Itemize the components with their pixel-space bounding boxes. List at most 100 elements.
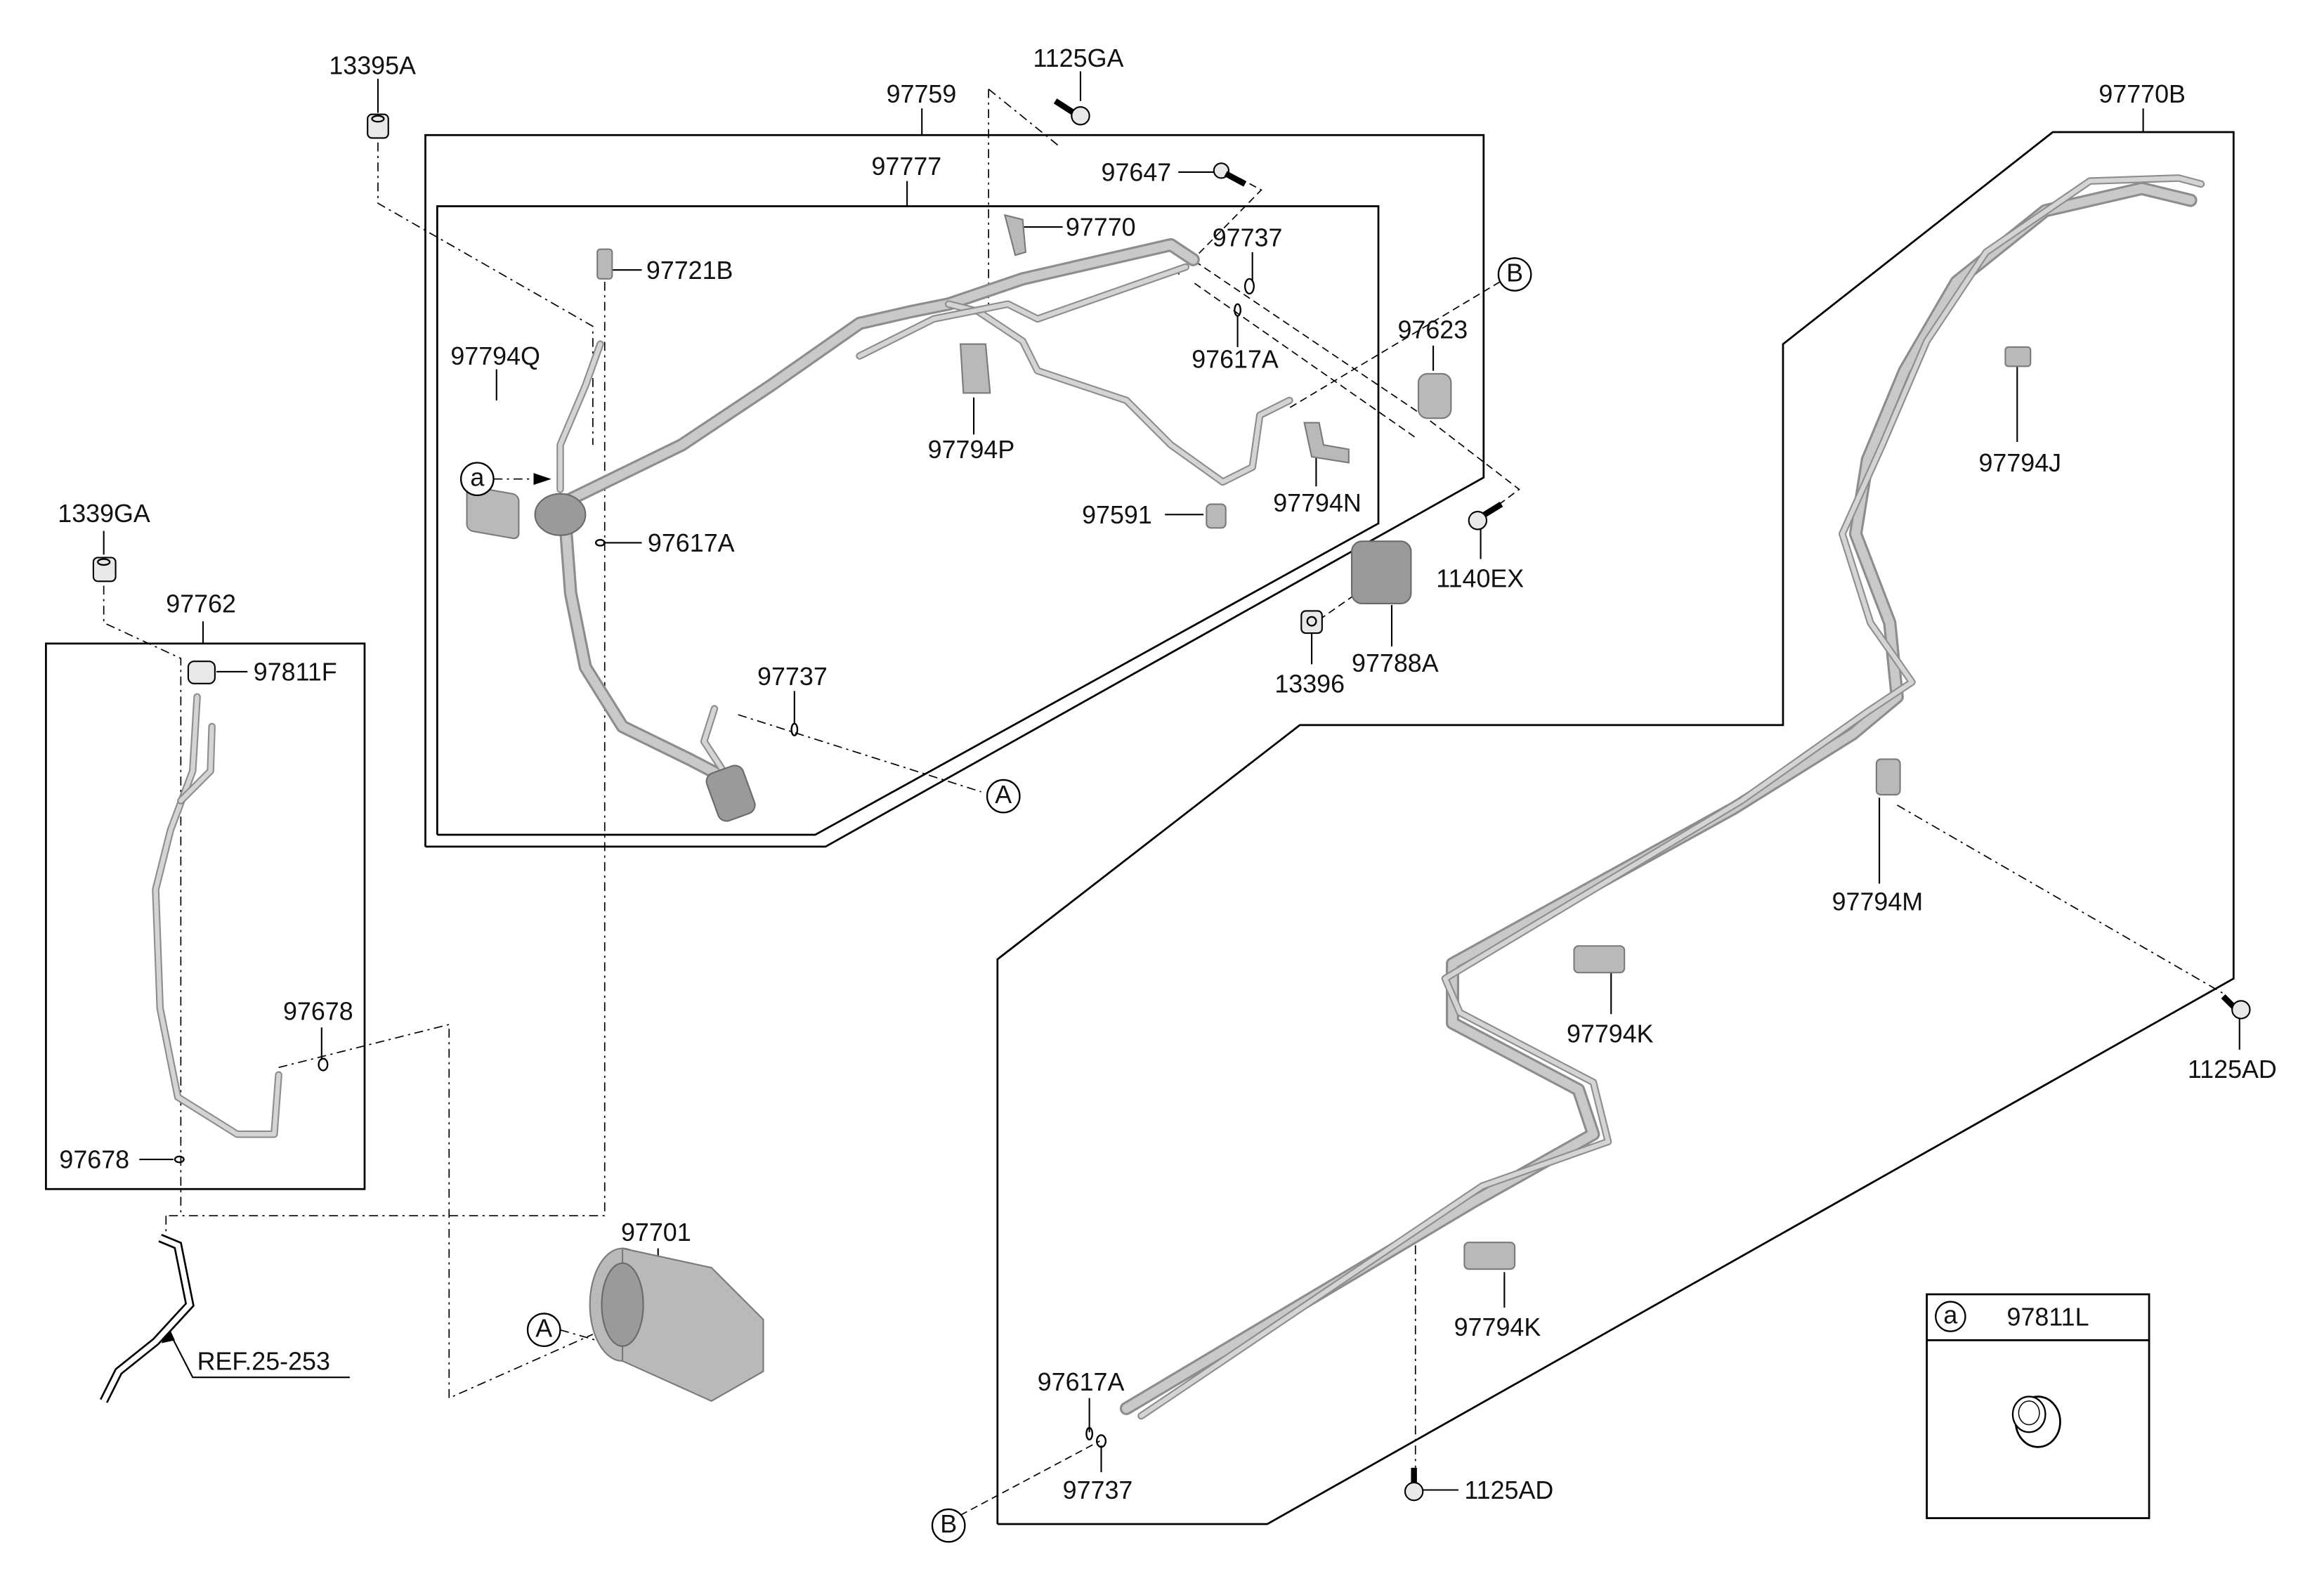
- o-ring-97737-top: [1243, 278, 1255, 295]
- dash-97721B: [166, 282, 606, 1217]
- dash-B-bottom: [960, 1440, 1100, 1516]
- o-ring-97737-bottom: [1096, 1434, 1106, 1448]
- dash-97617A-frame: [1194, 282, 1416, 438]
- label-97623: 97623: [1397, 315, 1468, 344]
- o-ring-97617A-mid: [594, 539, 606, 547]
- bracket-97794M: [1875, 758, 1901, 796]
- svg-text:B: B: [940, 1510, 957, 1538]
- label-97777: 97777: [872, 152, 942, 181]
- hose-assembly-97777: [553, 237, 1293, 786]
- clamp-97794P: [959, 343, 991, 394]
- o-ring-97737-mid: [790, 722, 799, 736]
- label-97721B: 97721B: [646, 256, 733, 285]
- dash-97737-B: [1194, 260, 1520, 512]
- label-97770: 97770: [1066, 214, 1136, 242]
- label-1339GA: 1339GA: [58, 500, 150, 528]
- dash-97678-right: [278, 1023, 594, 1399]
- o-ring-97678-left: [174, 1155, 185, 1164]
- label-97647: 97647: [1102, 159, 1172, 187]
- label-97788A: 97788A: [1352, 649, 1439, 677]
- label-97794J: 97794J: [1978, 449, 2061, 477]
- bolt-1125AD-right: [2221, 994, 2251, 1020]
- frame-97759: [424, 134, 1485, 848]
- cap-97811F: [187, 660, 216, 684]
- label-ref-25-253: REF.25-253: [197, 1348, 330, 1376]
- label-97737-top: 97737: [1213, 223, 1283, 252]
- label-97759: 97759: [887, 80, 957, 108]
- plug-97811L-icon: [2011, 1395, 2061, 1448]
- label-97617A-bottom: 97617A: [1038, 1368, 1125, 1396]
- leader-ref: [167, 1328, 350, 1379]
- dash-1125GA: [988, 89, 1059, 146]
- bracket-97794K-lower: [1463, 1242, 1516, 1270]
- legend-part-number: 97811L: [2007, 1303, 2089, 1331]
- label-97770B: 97770B: [2098, 80, 2186, 108]
- label-97794P: 97794P: [928, 436, 1015, 464]
- dash-13396: [1319, 588, 1364, 620]
- label-97678-left: 97678: [59, 1146, 129, 1174]
- clip-97794J: [2004, 346, 2032, 367]
- accumulator-canister: [534, 493, 587, 536]
- callout-B-lower: B: [931, 1508, 966, 1543]
- label-97617A-top: 97617A: [1192, 345, 1279, 373]
- callout-a: a: [459, 462, 495, 497]
- o-ring-97617A-top: [1234, 303, 1241, 317]
- svg-text:A: A: [995, 781, 1012, 809]
- dash-97647: [1177, 177, 1262, 275]
- o-ring-97617A-bottom: [1085, 1426, 1094, 1440]
- label-97617A-mid: 97617A: [648, 529, 735, 557]
- label-97794Q: 97794Q: [450, 342, 540, 370]
- expansion-valve-97623: [1417, 372, 1452, 419]
- label-97762: 97762: [166, 590, 236, 618]
- label-97591: 97591: [1082, 501, 1152, 529]
- label-97794K-upper: 97794K: [1567, 1020, 1654, 1048]
- dash-97737-A: [738, 714, 981, 793]
- callout-B-upper: B: [1497, 257, 1532, 292]
- bolt-1125GA: [1053, 98, 1090, 126]
- nut-13396: [1300, 610, 1323, 634]
- label-1140EX: 1140EX: [1436, 565, 1524, 593]
- callout-A-lower: A: [526, 1313, 561, 1348]
- frame-97770B: [996, 131, 2235, 1525]
- bracket-97794K-upper: [1573, 945, 1626, 974]
- label-1125AD-right: 1125AD: [2188, 1055, 2277, 1083]
- a-arrowhead: [533, 473, 551, 486]
- ref-25-253-pipe: [100, 1234, 195, 1403]
- svg-text:A: A: [535, 1315, 552, 1343]
- label-13395A: 13395A: [329, 52, 416, 80]
- callout-A-upper: A: [986, 779, 1021, 814]
- nut-13395A: [367, 113, 389, 139]
- sensor-97788A: [1350, 540, 1412, 604]
- label-97678-right: 97678: [283, 998, 353, 1026]
- clip-97591: [1206, 503, 1227, 529]
- bracket-97794N: [1303, 422, 1350, 464]
- discharge-fitting: [705, 764, 756, 822]
- svg-text:B: B: [1506, 259, 1523, 287]
- bracket-97794Q: [466, 486, 520, 540]
- label-97794K-lower: 97794K: [1454, 1313, 1541, 1341]
- frame-97777: [436, 205, 1380, 836]
- label-97701: 97701: [621, 1218, 691, 1247]
- frame-97762: [45, 642, 366, 1190]
- label-97794N: 97794N: [1273, 489, 1362, 517]
- nut-1339GA: [92, 557, 117, 583]
- dash-1339GA: [103, 585, 182, 1216]
- bolt-1140EX: [1468, 501, 1503, 531]
- pipe-assembly-97770B: [1119, 174, 2205, 1420]
- label-1125AD-bottom: 1125AD: [1464, 1476, 1553, 1504]
- label-13396: 13396: [1274, 670, 1345, 698]
- label-97737-mid: 97737: [757, 663, 828, 691]
- legend-marker: a: [1943, 1301, 1957, 1329]
- bolt-97647: [1213, 162, 1247, 187]
- label-97737-bottom: 97737: [1063, 1476, 1133, 1504]
- pressure-sensor-97721B: [596, 248, 613, 280]
- o-ring-97678-right: [318, 1057, 329, 1072]
- dash-B-upper: [1289, 281, 1501, 409]
- legend-box: a 97811L: [1926, 1293, 2150, 1519]
- dash-97794M: [1896, 805, 2224, 994]
- bolt-1125AD-bottom: [1404, 1467, 1424, 1502]
- compressor-97701: [589, 1247, 764, 1402]
- clip-97770: [1003, 214, 1027, 256]
- dash-13395A: [377, 142, 594, 445]
